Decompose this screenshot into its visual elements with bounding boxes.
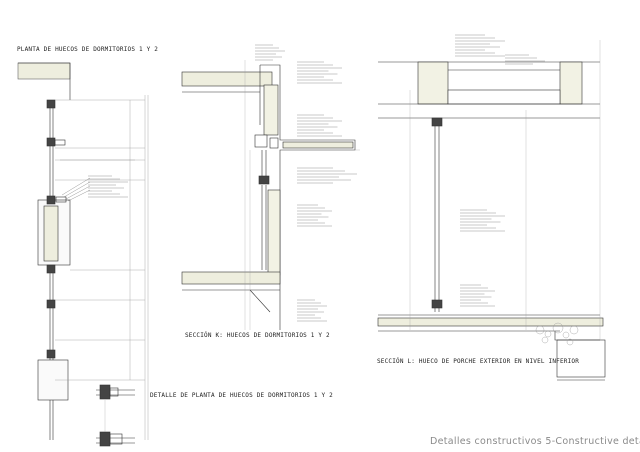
sheet-footer-title: Detalles constructivos 5-Constructive de…: [430, 436, 640, 447]
section-l-title: SECCIÓN L: HUECO DE PORCHE EXTERIOR EN N…: [377, 358, 580, 365]
plan-drawing: [17, 62, 149, 440]
annotation-leaders: [88, 34, 545, 322]
detail-drawing: [96, 384, 135, 447]
section-l-drawing: [377, 40, 606, 381]
gravel-aggregate: [562, 331, 570, 339]
section-k-title: SECCIÓN K: HUECOS DE DORMITORIOS 1 Y 2: [185, 332, 330, 339]
section-k-drawing: [181, 60, 360, 330]
detail-title: DETALLE DE PLANTA DE HUECOS DE DORMITORI…: [150, 392, 333, 399]
gravel-aggregate: [541, 336, 549, 344]
gravel-aggregate: [552, 322, 564, 334]
gravel-aggregate: [544, 330, 552, 338]
gravel-aggregate: [566, 338, 574, 346]
gravel-aggregate: [535, 325, 545, 335]
plan-title: PLANTA DE HUECOS DE DORMITORIOS 1 Y 2: [17, 46, 159, 53]
gravel-aggregate: [569, 325, 579, 335]
